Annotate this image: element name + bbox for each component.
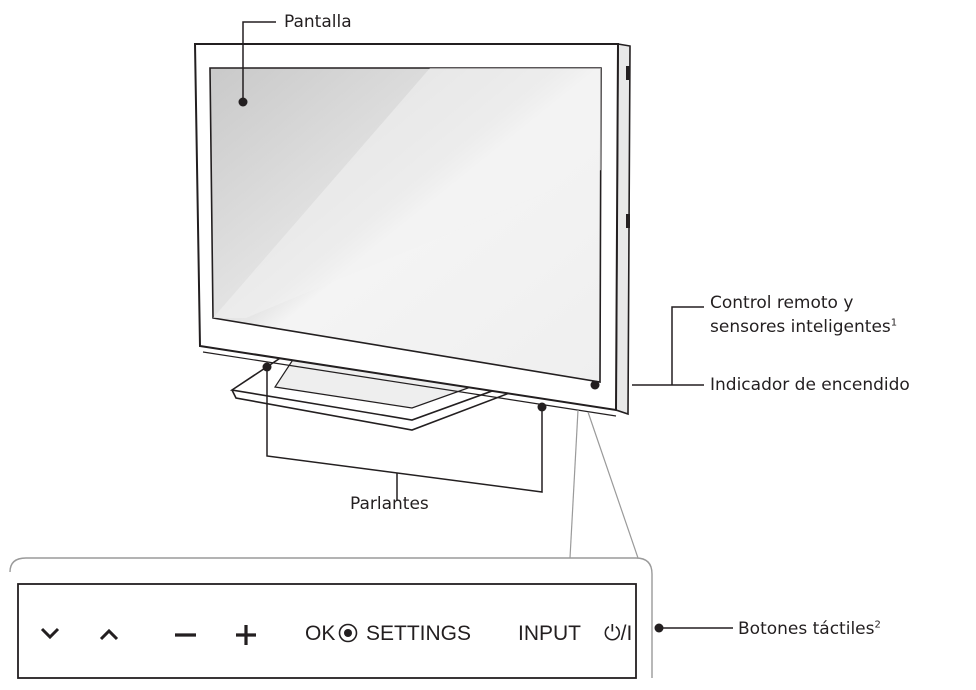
btn-power[interactable]: ⏻/I — [604, 622, 632, 646]
chevron-down-icon — [40, 627, 60, 640]
btn-up[interactable] — [99, 628, 119, 641]
btn-down[interactable] — [40, 627, 60, 640]
power-icon: ⏻/I — [604, 622, 633, 645]
footnote-2: 2 — [874, 619, 881, 631]
label-speakers: Parlantes — [350, 494, 429, 514]
btn-ok[interactable]: OK — [305, 622, 336, 645]
zoom-frame — [9, 557, 653, 678]
callout-sensor — [590, 306, 704, 390]
btn-settings[interactable]: SETTINGS — [366, 622, 472, 645]
radio-dot-icon — [338, 623, 358, 643]
tv-body — [193, 43, 631, 417]
label-screen: Pantalla — [284, 12, 352, 32]
chevron-up-icon — [99, 628, 119, 641]
footnote-1: 1 — [890, 317, 898, 329]
plus-icon — [236, 625, 256, 645]
zoom-lines — [569, 409, 639, 559]
btn-input[interactable]: INPUT — [518, 622, 581, 645]
label-touch-buttons: Botones táctiles2 — [738, 619, 881, 639]
label-remote-sensor-2: sensores inteligentes1 — [710, 317, 898, 337]
callout-speakers — [262, 362, 547, 500]
callout-touch-buttons — [654, 623, 733, 633]
callout-screen — [238, 21, 276, 107]
label-power-indicator: Indicador de encendido — [710, 375, 910, 395]
btn-volume-up[interactable] — [236, 625, 256, 645]
touch-button-panel — [17, 583, 637, 679]
label-remote-sensor-1: Control remoto y — [710, 293, 854, 313]
